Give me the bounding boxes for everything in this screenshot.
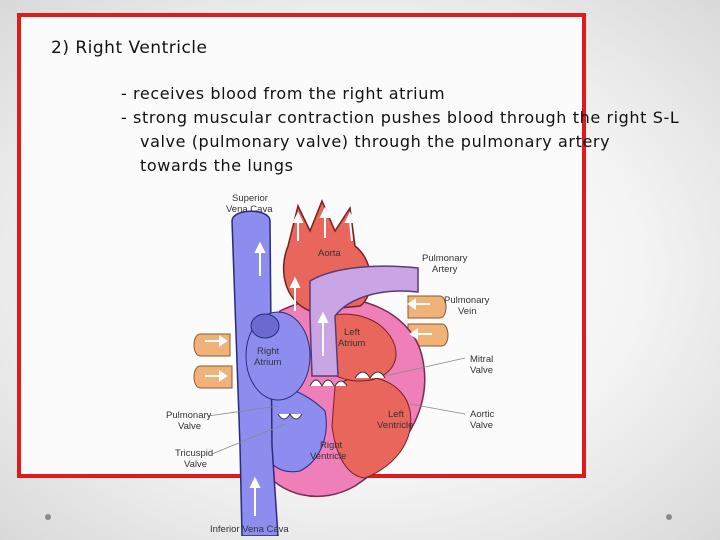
- label-left-ventricle: Left: [388, 409, 404, 420]
- label-aortic-valve: Aortic: [470, 409, 495, 420]
- slide-title: 2) Right Ventricle: [51, 38, 208, 58]
- flow-arrows: [205, 206, 432, 516]
- label-pulmonary-artery-2: Artery: [432, 264, 458, 275]
- label-tricuspid-valve: Tricuspid: [175, 448, 213, 459]
- leader-lines: [207, 357, 466, 455]
- label-pulmonary-artery: Pulmonary: [422, 253, 468, 264]
- bullet-item: - strong muscular contraction pushes blo…: [121, 108, 680, 127]
- bullet-continuation: valve (pulmonary valve) through the pulm…: [140, 132, 611, 151]
- label-pulmonary-vein: Pulmonary: [444, 295, 490, 306]
- label-mitral-valve: Mitral: [470, 354, 493, 365]
- tricuspid-valve-shape: [277, 413, 303, 420]
- heart-diagram: Superior Vena Cava Aorta Pulmonary Arter…: [166, 193, 495, 536]
- label-superior-vena-cava-2: Vena Cava: [226, 204, 273, 215]
- aortic-valve-shape: [334, 380, 348, 387]
- label-pulmonary-vein-2: Vein: [458, 306, 477, 317]
- label-right-atrium: Right: [257, 346, 280, 357]
- left-ventricle: [331, 376, 412, 479]
- bullet-continuation: towards the lungs: [140, 156, 294, 175]
- bullet-item: - receives blood from the right atrium: [121, 84, 446, 103]
- label-pulmonary-valve: Pulmonary: [166, 410, 212, 421]
- label-inferior-vena-cava: Inferior Vena Cava: [210, 524, 289, 535]
- label-aortic-valve-2: Valve: [470, 420, 493, 431]
- label-left-atrium: Left: [344, 327, 360, 338]
- corner-dot: [666, 514, 672, 520]
- label-right-atrium-2: Atrium: [254, 357, 282, 368]
- label-left-atrium-2: Atrium: [338, 338, 366, 349]
- right-atrium-opening: [250, 313, 280, 339]
- label-superior-vena-cava: Superior: [232, 193, 268, 204]
- label-left-ventricle-2: Ventricle: [377, 420, 413, 431]
- label-right-ventricle-2: Ventricle: [310, 451, 346, 462]
- pulmonary-artery: [309, 265, 419, 377]
- label-aorta: Aorta: [318, 248, 341, 259]
- corner-dot: [45, 514, 51, 520]
- label-pulmonary-valve-2: Valve: [178, 421, 201, 432]
- label-right-ventricle: Right: [320, 440, 343, 451]
- bullet-list: - receives blood from the right atrium -…: [121, 82, 679, 178]
- label-tricuspid-valve-2: Valve: [184, 459, 207, 470]
- pulmonary-valve-shape: [309, 379, 335, 388]
- label-mitral-valve-2: Valve: [470, 365, 493, 376]
- mitral-valve: [354, 371, 386, 379]
